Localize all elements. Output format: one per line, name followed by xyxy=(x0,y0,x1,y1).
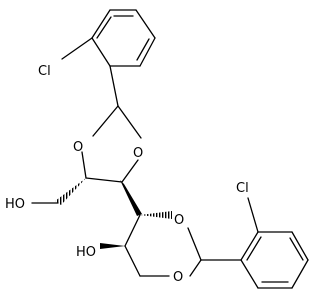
bold-wedge-c4 xyxy=(120,180,142,216)
hashed-wedge-c5 xyxy=(140,211,172,219)
dioxolane-ring xyxy=(81,105,142,183)
hashed-wedge-ch2 xyxy=(55,178,86,205)
dioxane-oxygen-bottom: O xyxy=(173,270,183,285)
ho-left-label: HO xyxy=(5,197,25,212)
lower-chlorophenyl-ring xyxy=(240,231,309,289)
dioxolane-oxygen-left: O xyxy=(73,140,83,155)
top-chlorophenyl-ring xyxy=(91,9,156,67)
dioxane-ring xyxy=(124,214,202,277)
bond-ring-to-cl-top xyxy=(61,37,93,60)
cl-right-label: Cl xyxy=(236,181,249,196)
bold-wedge-oh xyxy=(100,243,125,249)
bond-ring-to-acetal xyxy=(109,65,119,107)
cl-top-label: Cl xyxy=(38,64,51,79)
bond-ring-to-cl-right xyxy=(247,197,259,233)
dioxane-oxygen-top: O xyxy=(174,213,184,228)
dioxolane-oxygen-right: O xyxy=(133,146,143,161)
ho-bottom-label: HO xyxy=(76,245,96,260)
